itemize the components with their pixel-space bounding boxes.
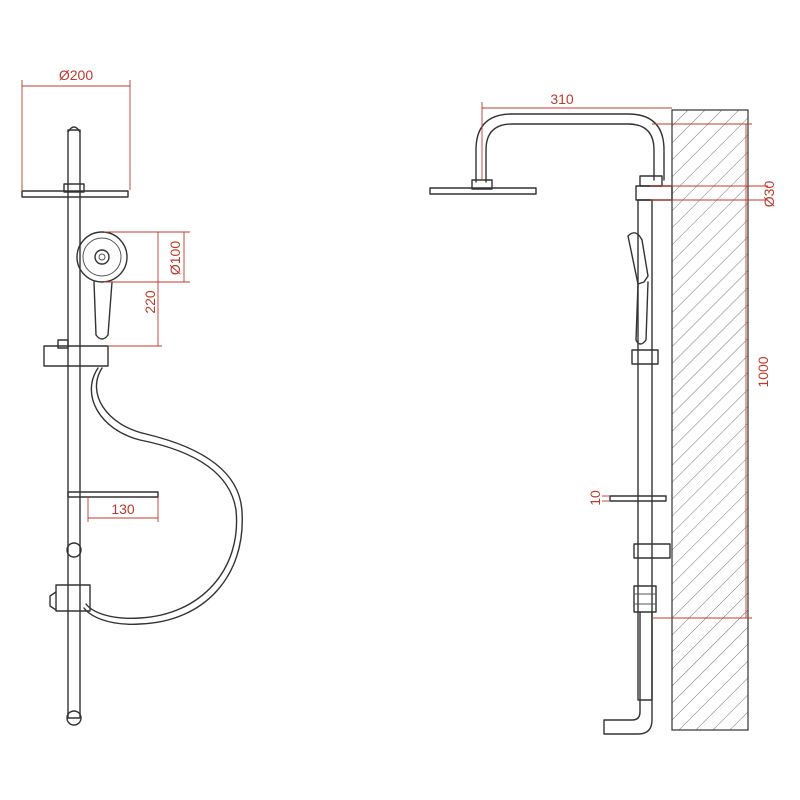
side-riser-pipe xyxy=(637,199,653,701)
handset-handle xyxy=(93,281,113,340)
side-lower-bracket xyxy=(633,543,671,559)
dim-label-shelf-width: 130 xyxy=(111,501,135,517)
dim-handset-diameter: Ø100 xyxy=(104,231,190,283)
dim-label-handset-height: 220 xyxy=(142,290,158,314)
side-hand-shower xyxy=(627,232,649,285)
handset-head xyxy=(76,231,128,283)
dim-label-riser-height: 1000 xyxy=(755,356,771,387)
dim-bracket-diameter: Ø30 xyxy=(650,181,777,208)
dim-handset-height: 220 xyxy=(108,232,162,347)
side-bottom-bend xyxy=(603,611,653,735)
front-hand-shower xyxy=(76,231,128,340)
side-wall-bracket xyxy=(635,185,673,201)
front-ring-fitting xyxy=(66,542,82,558)
side-view: 310 Ø30 1000 10 xyxy=(429,91,777,735)
side-overhead-arm xyxy=(485,123,655,183)
front-slider-bracket xyxy=(43,345,109,367)
side-slider xyxy=(631,349,659,365)
dim-label-overhead-diameter: Ø200 xyxy=(59,67,93,83)
dim-label-handset-diameter: Ø100 xyxy=(167,241,183,275)
front-view: Ø200 Ø100 220 130 xyxy=(21,67,243,726)
side-shelf xyxy=(609,495,667,502)
side-overhead-plate xyxy=(429,187,537,195)
front-diverter-knob xyxy=(49,591,57,611)
front-shelf xyxy=(67,491,159,498)
front-shower-hose xyxy=(85,367,238,620)
front-overhead-connector xyxy=(63,183,85,193)
dim-riser-height: 1000 xyxy=(652,123,771,619)
side-diverter xyxy=(633,585,657,613)
dim-overhead-diameter: Ø200 xyxy=(21,67,131,190)
front-top-cap xyxy=(67,126,81,133)
dim-label-shelf-thickness: 10 xyxy=(587,490,603,506)
front-overhead-plate xyxy=(21,190,129,198)
wall-section xyxy=(671,109,749,731)
front-shower-hose-outer xyxy=(83,367,243,625)
dim-label-bracket-diameter: Ø30 xyxy=(761,181,777,208)
front-bottom-cap xyxy=(66,710,82,726)
front-riser-pipe xyxy=(67,129,81,719)
front-diverter xyxy=(55,584,91,612)
dim-shelf-width: 130 xyxy=(87,497,159,522)
dim-label-arm-reach: 310 xyxy=(550,91,574,107)
dim-arm-reach: 310 xyxy=(481,91,672,180)
dim-shelf-thickness: 10 xyxy=(587,490,610,506)
